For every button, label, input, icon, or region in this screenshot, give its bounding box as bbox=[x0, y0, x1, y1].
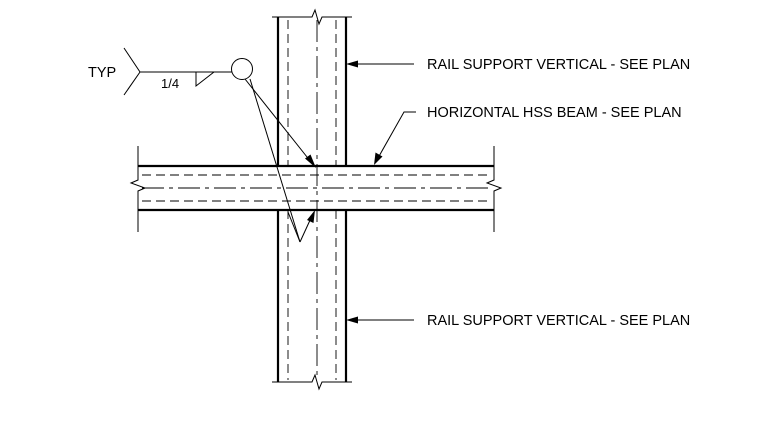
leader-bottom bbox=[346, 316, 414, 324]
weld-all-around-icon bbox=[231, 58, 253, 80]
horizontal-beam bbox=[129, 146, 503, 232]
weld-tail bbox=[123, 47, 141, 96]
break-line-left bbox=[129, 146, 147, 232]
leader-top bbox=[346, 60, 414, 68]
callout-top-label: RAIL SUPPORT VERTICAL - SEE PLAN bbox=[427, 57, 690, 73]
vertical-member-top bbox=[272, 8, 352, 166]
break-line-top bbox=[272, 8, 352, 26]
weld-symbol bbox=[123, 47, 316, 243]
vertical-member-bottom bbox=[272, 210, 352, 391]
fillet-weld-icon bbox=[195, 71, 215, 88]
break-line-bottom bbox=[272, 373, 352, 391]
weld-size-label: 1/4 bbox=[161, 76, 179, 91]
break-line-right bbox=[485, 146, 503, 232]
weld-note-typ: TYP bbox=[88, 65, 116, 81]
callout-middle-label: HORIZONTAL HSS BEAM - SEE PLAN bbox=[427, 105, 682, 121]
leader-middle bbox=[374, 111, 416, 165]
callout-bottom-label: RAIL SUPPORT VERTICAL - SEE PLAN bbox=[427, 313, 690, 329]
